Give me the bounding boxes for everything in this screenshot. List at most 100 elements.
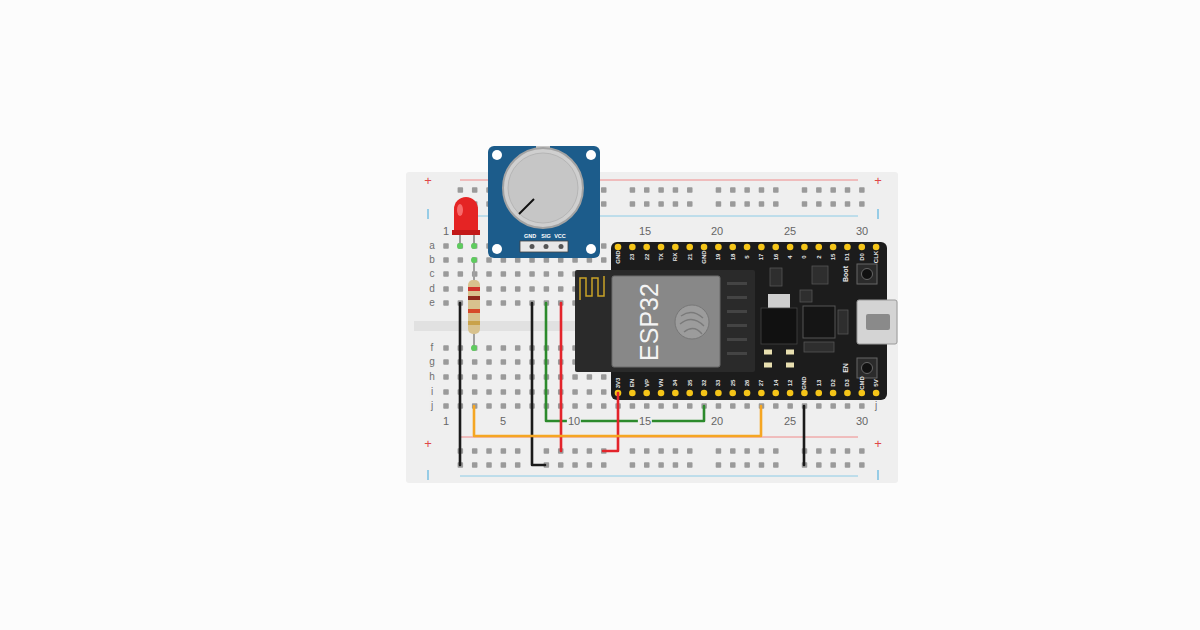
header-pin xyxy=(701,390,708,397)
pin-label: SIG xyxy=(541,234,550,240)
breadboard-hole xyxy=(472,448,478,454)
breadboard-hole xyxy=(501,359,507,365)
breadboard-hole xyxy=(587,462,593,468)
breadboard-label: 20 xyxy=(710,416,724,427)
pin-label: VCC xyxy=(554,234,566,240)
breadboard-hole xyxy=(501,300,507,306)
breadboard-hole xyxy=(458,243,464,249)
smd-led xyxy=(764,363,772,368)
header-pin xyxy=(787,244,794,251)
breadboard-label: 1 xyxy=(442,226,450,237)
breadboard-hole xyxy=(501,286,507,292)
breadboard-hole xyxy=(630,403,636,409)
pin-label: Boot xyxy=(842,266,849,282)
pin-label: EN xyxy=(629,379,635,387)
breadboard-hole xyxy=(587,389,593,395)
breadboard-hole xyxy=(472,345,478,351)
breadboard-hole xyxy=(558,286,564,292)
module-pad xyxy=(727,352,747,355)
pin-label: 15 xyxy=(830,254,836,261)
breadboard-hole xyxy=(601,389,607,395)
pin-label: GND xyxy=(524,234,536,240)
esp32-board xyxy=(575,242,897,400)
breadboard-hole xyxy=(572,448,578,454)
breadboard-hole xyxy=(486,462,492,468)
breadboard-hole xyxy=(515,389,521,395)
breadboard-hole xyxy=(515,403,521,409)
jumper-wire xyxy=(459,303,462,465)
resistor-body xyxy=(468,280,480,334)
breadboard-hole xyxy=(515,374,521,380)
breadboard-label: 25 xyxy=(783,226,797,237)
pin-label: TX xyxy=(658,253,664,261)
header-pin xyxy=(686,244,693,251)
header-pin xyxy=(801,390,808,397)
mounting-hole xyxy=(586,150,596,160)
breadboard-hole xyxy=(644,201,650,207)
module-pad xyxy=(727,338,747,341)
breadboard-hole xyxy=(472,243,478,249)
breadboard-label: 15 xyxy=(638,416,652,427)
breadboard-label: 1 xyxy=(442,416,450,427)
breadboard-label: j xyxy=(874,401,878,411)
pin-label: 35 xyxy=(687,380,693,387)
breadboard-label: b xyxy=(428,255,436,265)
pin-label: 22 xyxy=(644,254,650,261)
breadboard-hole xyxy=(501,374,507,380)
mounting-hole xyxy=(586,244,596,254)
usb-uart-chip xyxy=(803,306,835,338)
breadboard-hole xyxy=(472,257,478,263)
pin-label: D3 xyxy=(844,379,850,387)
breadboard-hole xyxy=(816,403,822,409)
breadboard-hole xyxy=(572,257,578,263)
breadboard-hole xyxy=(845,403,851,409)
breadboard-hole xyxy=(816,448,822,454)
breadboard-hole xyxy=(443,359,449,365)
logo-swirl xyxy=(680,312,704,334)
breadboard-hole xyxy=(486,345,492,351)
header-pin xyxy=(729,390,736,397)
header-pin xyxy=(658,390,665,397)
breadboard-hole xyxy=(587,448,593,454)
breadboard-hole xyxy=(673,403,679,409)
chip-label: ESP32 xyxy=(637,283,662,361)
minus-mark xyxy=(877,209,878,219)
breadboard-hole xyxy=(443,300,449,306)
breadboard-hole xyxy=(658,448,664,454)
breadboard-hole xyxy=(486,448,492,454)
breadboard-hole xyxy=(587,403,593,409)
breadboard xyxy=(406,172,898,483)
breadboard-hole xyxy=(501,403,507,409)
usb-port xyxy=(866,314,890,330)
breadboard-hole xyxy=(716,403,722,409)
breadboard-hole xyxy=(601,462,607,468)
breadboard-hole xyxy=(859,448,865,454)
breadboard-hole xyxy=(458,286,464,292)
jumper-wire xyxy=(803,406,806,465)
breadboard-label: j xyxy=(430,401,434,411)
voltage-regulator xyxy=(761,308,797,344)
led-flange xyxy=(452,230,480,235)
metal-shield xyxy=(612,276,720,367)
header-pin xyxy=(544,244,549,249)
breadboard-label: h xyxy=(428,372,436,382)
breadboard-hole xyxy=(673,448,679,454)
smd-led xyxy=(764,350,772,355)
breadboard-hole xyxy=(443,389,449,395)
smd-chip xyxy=(838,310,848,334)
breadboard-hole xyxy=(486,359,492,365)
breadboard-hole xyxy=(673,462,679,468)
header-pin xyxy=(758,390,765,397)
header-pin xyxy=(744,244,751,251)
pcb-antenna xyxy=(580,276,604,300)
breadboard-hole xyxy=(845,462,851,468)
breadboard-hole xyxy=(644,403,650,409)
breadboard-hole xyxy=(515,257,521,263)
breadboard-label: e xyxy=(428,298,436,308)
breadboard-hole xyxy=(501,271,507,277)
breadboard-hole xyxy=(601,243,607,249)
pin-label: 23 xyxy=(629,254,635,261)
breadboard-label: d xyxy=(428,284,436,294)
breadboard-hole xyxy=(529,257,535,263)
connection-dot xyxy=(471,257,477,263)
